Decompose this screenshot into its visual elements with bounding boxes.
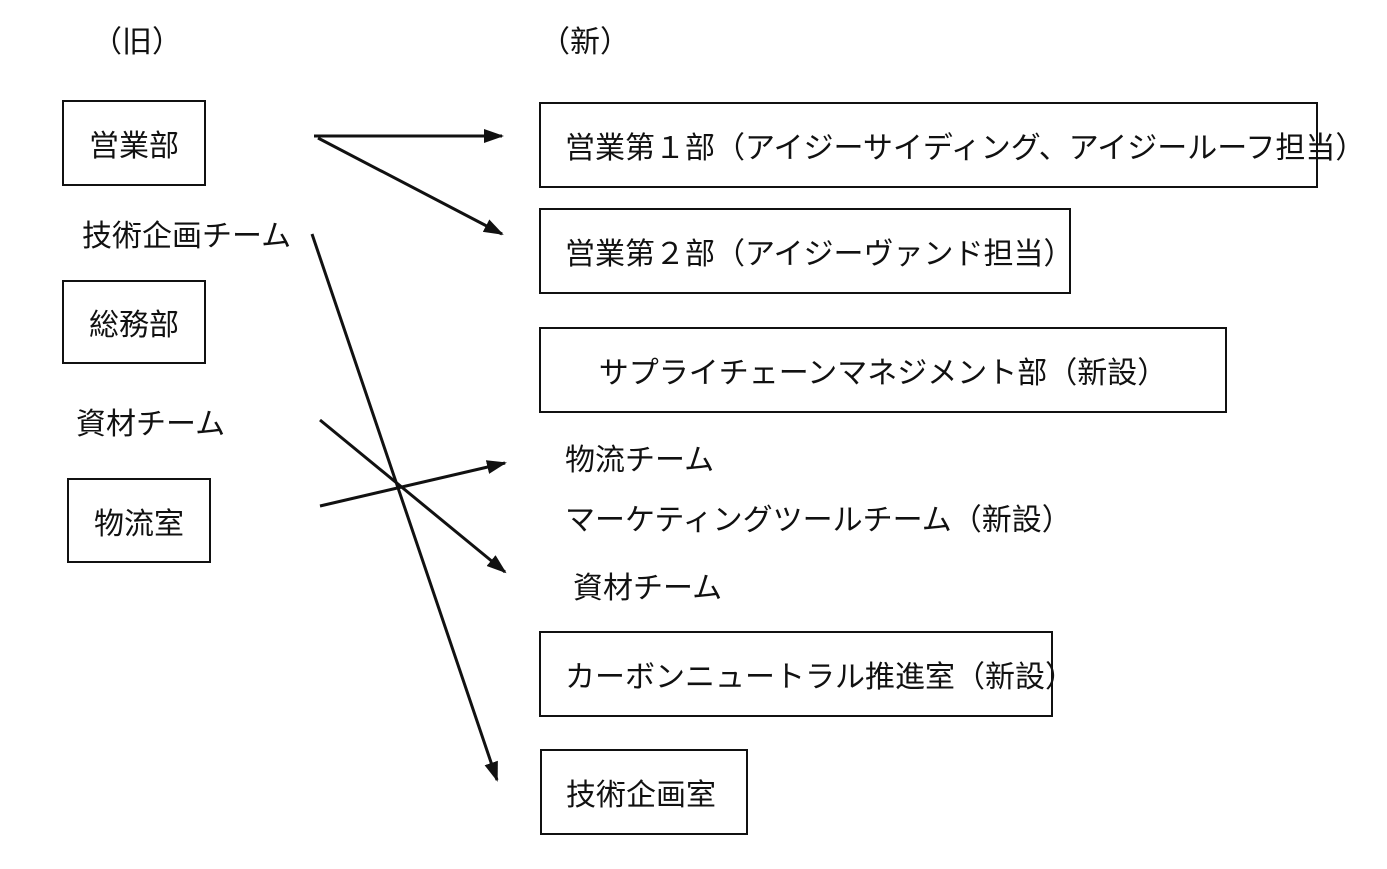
- new-materials-team-label: 資材チーム: [573, 571, 723, 606]
- old-tech-planning-team-label: 技術企画チーム: [82, 219, 292, 254]
- arrow-logistics-to-logistics-team: [319, 460, 507, 508]
- new-tech-planning-office-box: 技術企画室: [540, 749, 748, 835]
- arrow-sales-to-sales-2: [317, 136, 504, 236]
- new-sales-1-box: 営業第１部（アイジーサイディング、アイジールーフ担当）: [539, 102, 1365, 188]
- old-logistics-office-box: 物流室: [67, 478, 211, 563]
- old-header: （旧）: [92, 25, 182, 60]
- old-sales-dept-box: 営業部: [62, 100, 206, 186]
- new-logistics-team-label: 物流チーム: [565, 443, 715, 478]
- arrow-materials-to-materials-team: [319, 418, 507, 574]
- arrow-tech-team-to-tech-office: [310, 233, 499, 782]
- new-carbon-neutral-box: カーボンニュートラル推進室（新設）: [539, 631, 1075, 717]
- new-header: （新）: [540, 25, 630, 60]
- new-scm-dept-box: サプライチェーンマネジメント部（新設）: [539, 327, 1227, 413]
- new-marketing-tool-team-label: マーケティングツールチーム（新設）: [565, 503, 1072, 538]
- old-materials-team-label: 資材チーム: [76, 407, 226, 442]
- new-sales-2-box: 営業第２部（アイジーヴァンド担当）: [539, 208, 1074, 294]
- old-general-affairs-box: 総務部: [62, 280, 206, 364]
